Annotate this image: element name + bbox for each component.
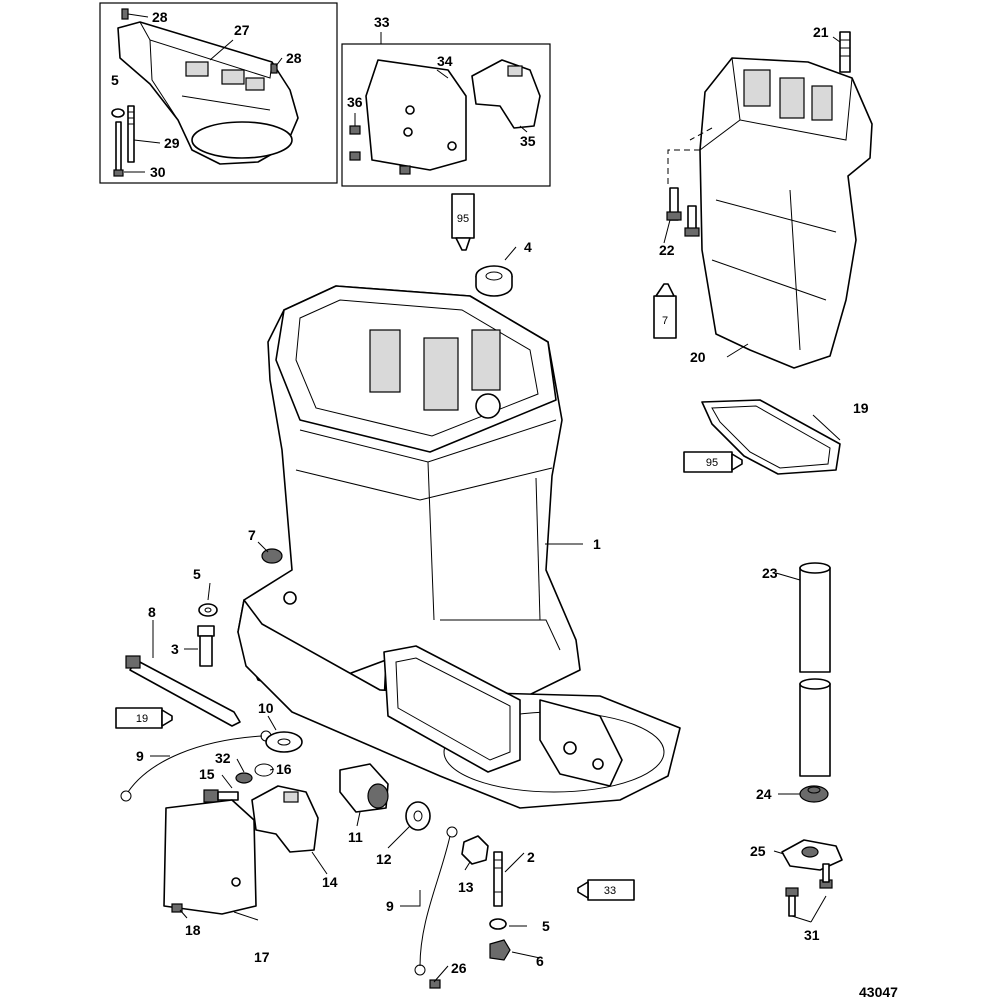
dashed-guide-1 <box>667 149 700 185</box>
callout-1: 1 <box>593 536 601 552</box>
part-22-screws <box>666 187 700 237</box>
callout-20: 20 <box>690 349 706 365</box>
part-6-nut <box>489 939 511 961</box>
callout-34: 34 <box>437 53 453 69</box>
callout-28-right: 28 <box>286 50 302 66</box>
callout-30: 30 <box>150 164 166 180</box>
callout-29: 29 <box>164 135 180 151</box>
callout-19: 19 <box>853 400 869 416</box>
callout-35: 35 <box>520 133 536 149</box>
callout-14: 14 <box>322 874 338 890</box>
callout-11: 11 <box>348 829 363 845</box>
part-5-washer-inset <box>111 108 125 118</box>
part-1-driveshaft-housing <box>237 285 681 809</box>
callout-9-bottom: 9 <box>386 898 394 914</box>
part-13-nut <box>461 835 489 865</box>
callout-4: 4 <box>524 239 532 255</box>
callout-17: 17 <box>254 949 270 965</box>
part-5-washer-mid <box>198 603 218 617</box>
inset-box-left <box>99 2 338 184</box>
callout-31: 31 <box>804 927 820 943</box>
part-25-tube-guide <box>781 839 843 871</box>
tube-95-right-label: 95 <box>706 457 718 469</box>
part-29-stud <box>127 105 135 163</box>
part-27-cavitation-plate <box>117 21 299 165</box>
callout-23: 23 <box>762 565 778 581</box>
part-10-washer <box>265 731 303 753</box>
part-3-bolt <box>197 625 215 667</box>
part-23-water-tube <box>799 562 831 777</box>
part-16-ring <box>254 763 274 777</box>
part-7-plug <box>261 548 283 564</box>
tube-7-label: 7 <box>662 315 668 327</box>
sealant-tube-95-top: 95 <box>451 193 475 251</box>
part-4-bushing <box>475 265 513 297</box>
callout-labels: 1 2 3 4 5 5 5 6 7 8 9 9 10 11 12 13 14 1… <box>111 9 898 1000</box>
sealant-tube-7: 7 <box>653 283 677 339</box>
callout-10: 10 <box>258 700 274 716</box>
callout-3: 3 <box>171 641 179 657</box>
callout-27: 27 <box>234 22 250 38</box>
part-35-trim-tab-bracket <box>471 59 541 129</box>
part-5-washer-bottom <box>489 918 507 930</box>
part-14-trim-tab-bracket <box>251 785 319 853</box>
part-34-anode-plate <box>365 59 467 171</box>
part-2-stud <box>493 851 503 907</box>
part-28-screw-right <box>270 63 278 74</box>
callout-18: 18 <box>185 922 201 938</box>
tube-19-label: 19 <box>136 713 148 725</box>
part-31-screws <box>785 863 833 917</box>
callout-32: 32 <box>215 750 231 766</box>
callout-26: 26 <box>451 960 467 976</box>
leader-lines <box>124 13 841 983</box>
callout-28-top: 28 <box>152 9 168 25</box>
part-20-upper-housing <box>699 57 873 369</box>
part-21-stud <box>839 31 851 73</box>
sealant-tube-33: 33 <box>577 879 635 901</box>
part-26-screw <box>429 979 441 989</box>
part-8-long-bolt <box>125 655 241 727</box>
callout-5-bottom: 5 <box>542 918 550 934</box>
callout-21: 21 <box>813 24 829 40</box>
callout-9-left: 9 <box>136 748 144 764</box>
callout-16: 16 <box>276 761 292 777</box>
part-19-gasket <box>701 399 841 475</box>
tube-33-label: 33 <box>604 885 616 897</box>
callout-33: 33 <box>374 14 390 30</box>
part-32-washer <box>235 772 253 784</box>
tube-95-top-label: 95 <box>457 213 469 225</box>
callout-12: 12 <box>376 851 392 867</box>
part-30-long-bolt <box>113 121 124 177</box>
part-11-mount-bushing <box>339 763 389 813</box>
callout-5-mid: 5 <box>193 566 201 582</box>
part-9-ground-wire-left <box>120 730 272 802</box>
callout-36: 36 <box>347 94 363 110</box>
sealant-tube-95-right: 95 <box>683 451 743 473</box>
callout-7: 7 <box>248 527 256 543</box>
part-17-anode-plate <box>163 799 257 915</box>
inset-box-center <box>341 43 551 187</box>
callout-24: 24 <box>756 786 772 802</box>
part-12-washer <box>405 801 431 831</box>
callout-8: 8 <box>148 604 156 620</box>
callout-25: 25 <box>750 843 766 859</box>
callout-2: 2 <box>527 849 535 865</box>
sealant-tube-19: 19 <box>115 707 173 729</box>
callout-6: 6 <box>536 953 544 969</box>
figure-number: 43047 <box>859 984 898 1000</box>
callout-5-inset: 5 <box>111 72 119 88</box>
callout-22: 22 <box>659 242 675 258</box>
part-9-ground-wire-bottom <box>414 826 458 976</box>
part-24-grommet <box>799 785 829 803</box>
callout-13: 13 <box>458 879 474 895</box>
dashed-guide-2 <box>689 127 713 141</box>
part-28-screw-top <box>121 8 129 20</box>
callout-15: 15 <box>199 766 215 782</box>
part-18-screw <box>171 903 183 913</box>
